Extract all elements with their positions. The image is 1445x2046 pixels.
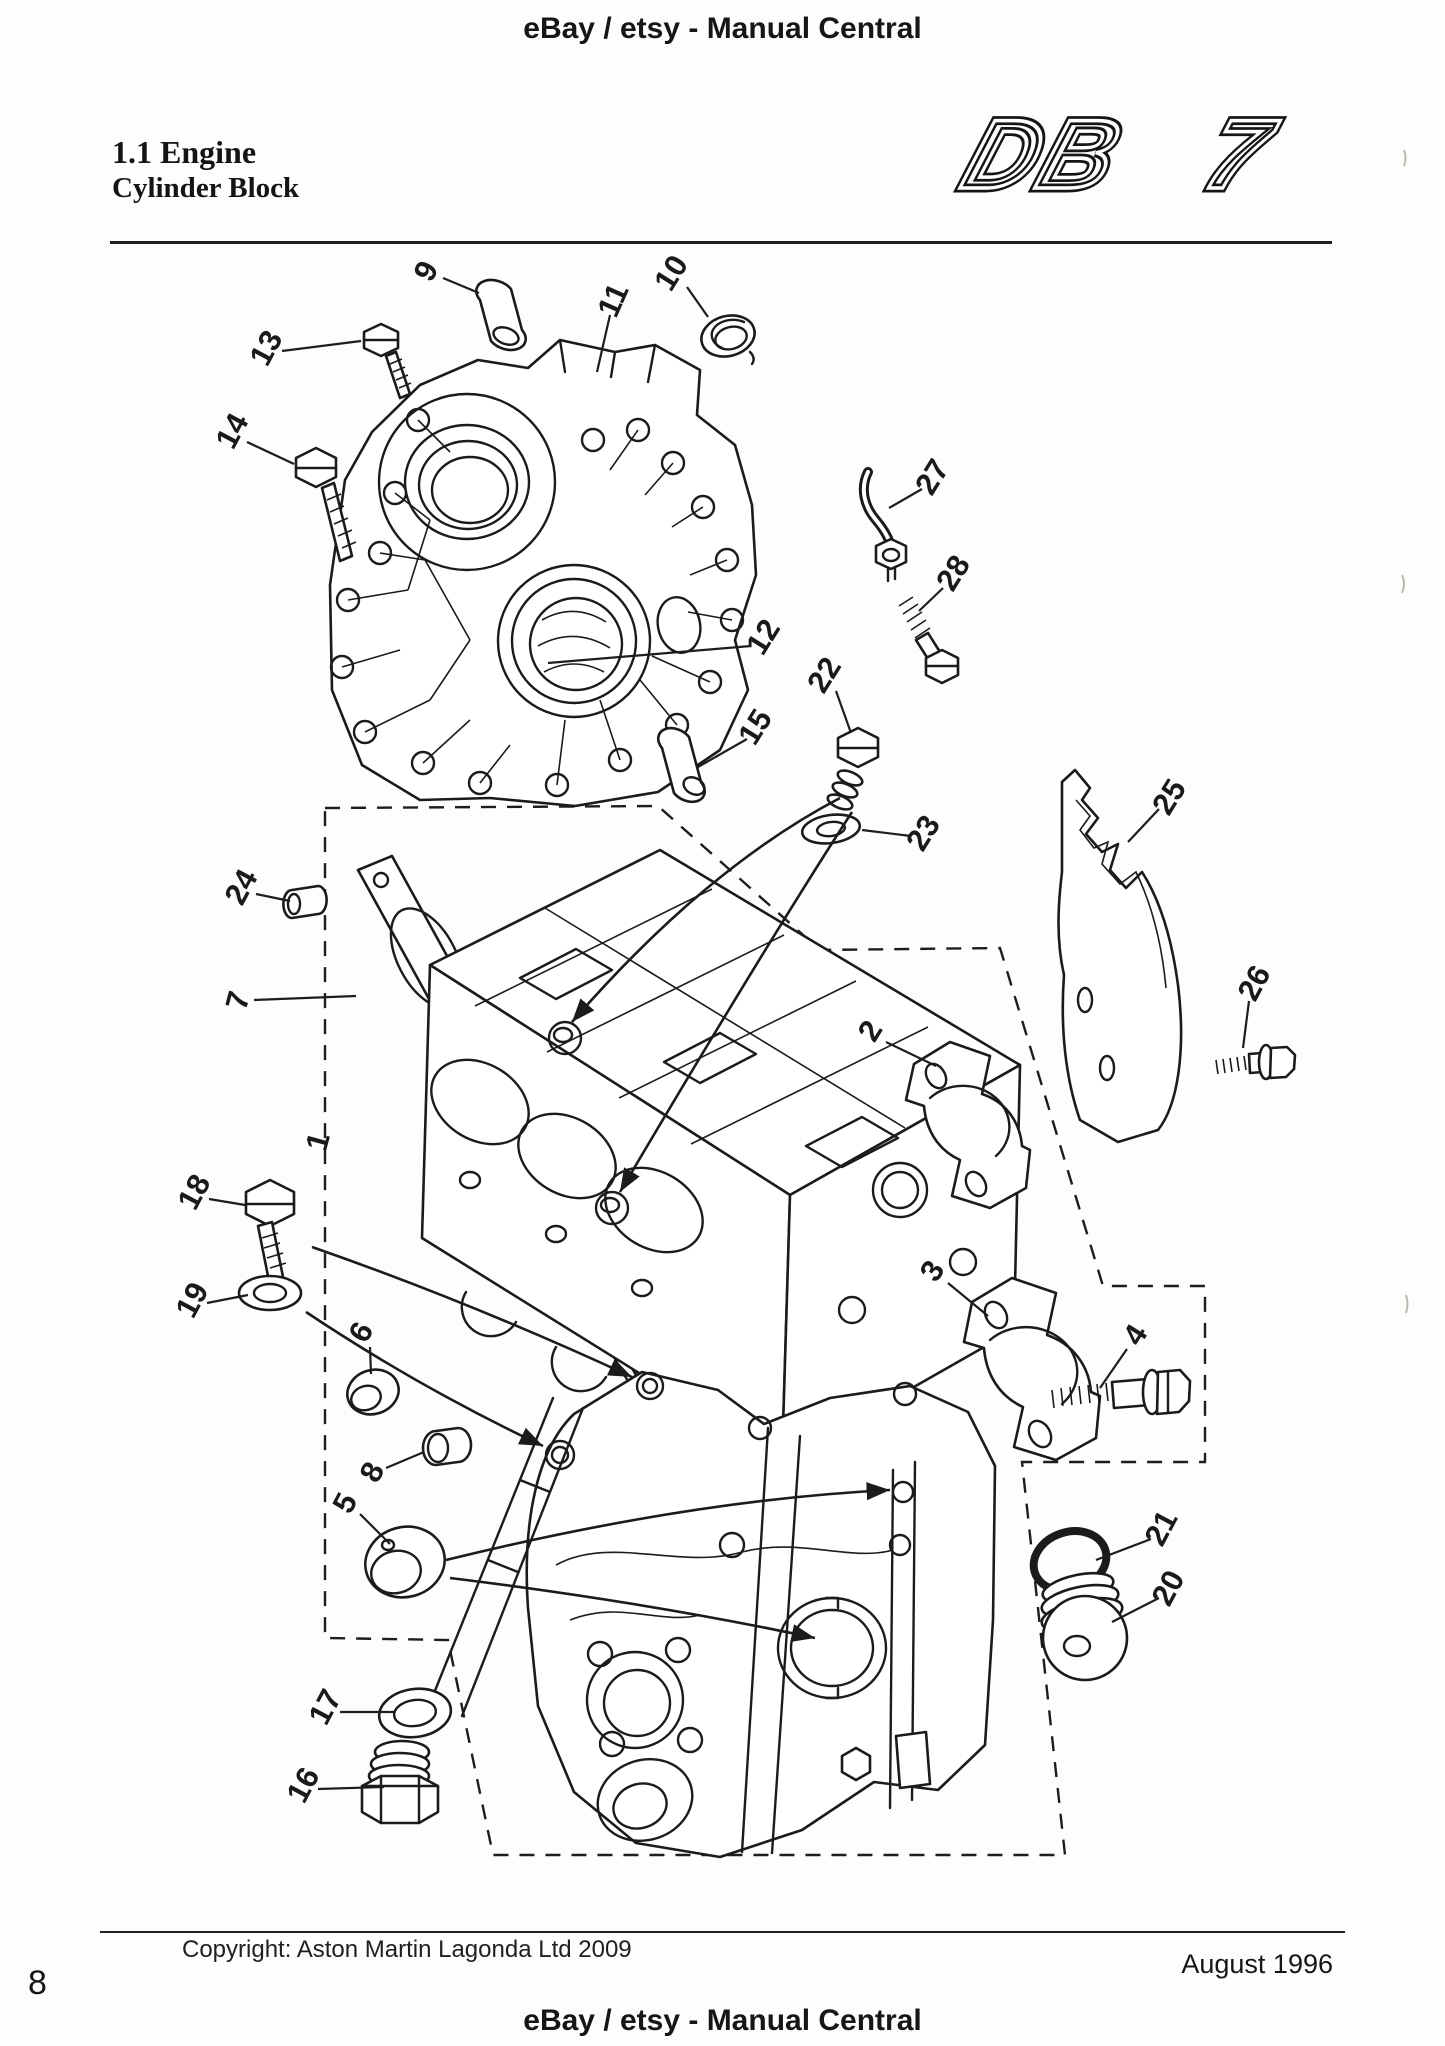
main-bearing-cap-3 bbox=[962, 1276, 1102, 1462]
part-callout-1: 1 bbox=[299, 1129, 337, 1155]
dowel-pin-24 bbox=[282, 884, 328, 920]
callout-leader-20 bbox=[1111, 1597, 1160, 1623]
callout-leader-26 bbox=[1241, 1000, 1251, 1049]
part-callout-13: 13 bbox=[242, 324, 289, 371]
footer-divider bbox=[100, 1931, 1345, 1933]
callout-leader-5 bbox=[359, 1513, 391, 1545]
bolt-14 bbox=[294, 446, 357, 563]
part-callout-17: 17 bbox=[301, 1683, 348, 1730]
callout-leader-3 bbox=[947, 1282, 989, 1317]
part-callout-5: 5 bbox=[325, 1487, 364, 1519]
part-callout-12: 12 bbox=[739, 613, 787, 661]
washer-19 bbox=[237, 1274, 303, 1312]
part-callout-19: 19 bbox=[168, 1276, 215, 1323]
part-callout-22: 22 bbox=[800, 651, 848, 699]
db7-logo: DB DB 7 7 bbox=[947, 96, 1292, 214]
callout-leader-15 bbox=[697, 738, 748, 768]
part-callout-25: 25 bbox=[1145, 773, 1193, 821]
bolt-18 bbox=[244, 1178, 296, 1288]
callout-leader-6 bbox=[368, 1346, 373, 1375]
issue-date: August 1996 bbox=[1181, 1949, 1333, 1979]
dowel-pin-15 bbox=[657, 726, 706, 804]
part-callout-23: 23 bbox=[899, 809, 947, 857]
callout-leader-16 bbox=[317, 1785, 385, 1791]
sealing-washer-17 bbox=[377, 1687, 453, 1739]
callout-leader-27 bbox=[888, 488, 923, 509]
callout-leader-22 bbox=[834, 690, 853, 734]
part-callout-7: 7 bbox=[219, 988, 257, 1014]
callout-leader-12 bbox=[547, 644, 752, 665]
dipstick-tube-27 bbox=[858, 467, 908, 583]
part-callout-24: 24 bbox=[217, 863, 264, 911]
core-plug-20 bbox=[1040, 1571, 1129, 1682]
engine-mount-bracket-25 bbox=[1057, 768, 1183, 1144]
copyright-text: Copyright: Aston Martin Lagonda Ltd 2009 bbox=[182, 1936, 632, 1963]
part-callout-21: 21 bbox=[1137, 1504, 1184, 1551]
part-callout-16: 16 bbox=[279, 1761, 326, 1808]
callout-leader-23 bbox=[861, 828, 912, 838]
bolt-28 bbox=[898, 596, 960, 685]
blanking-plug-10 bbox=[700, 314, 756, 366]
bush-5 bbox=[364, 1525, 446, 1599]
part-callout-4: 4 bbox=[1116, 1318, 1155, 1352]
watermark-top: eBay / etsy - Manual Central bbox=[523, 12, 922, 45]
callout-leader-7 bbox=[253, 994, 357, 1002]
part-callout-28: 28 bbox=[929, 549, 977, 597]
page-subtitle: Cylinder Block bbox=[112, 172, 300, 204]
dowel-pin-9 bbox=[475, 278, 527, 352]
callout-leader-2 bbox=[885, 1041, 937, 1067]
bush-8 bbox=[421, 1426, 473, 1467]
callout-leader-4 bbox=[1099, 1348, 1128, 1389]
bush-6 bbox=[346, 1368, 400, 1416]
cylinder-block bbox=[420, 848, 1022, 1464]
bolt-4 bbox=[1051, 1368, 1192, 1416]
part-callout-14: 14 bbox=[208, 407, 255, 455]
drain-plug-16 bbox=[360, 1739, 440, 1825]
bolt-22 bbox=[826, 726, 880, 811]
part-callout-20: 20 bbox=[1144, 1564, 1191, 1611]
callout-leader-14 bbox=[246, 441, 295, 465]
main-bearing-cap-2 bbox=[904, 1040, 1032, 1210]
callout-leader-21 bbox=[1095, 1537, 1152, 1562]
callout-leader-9 bbox=[442, 276, 480, 295]
header-divider bbox=[110, 241, 1332, 244]
part-callout-9: 9 bbox=[406, 255, 445, 287]
page-title: 1.1 Engine bbox=[112, 134, 257, 170]
assembly-arrows bbox=[305, 796, 891, 1643]
lower-front-housing bbox=[419, 1370, 997, 1859]
callout-leader-13 bbox=[281, 339, 362, 353]
callout-leader-10 bbox=[686, 286, 709, 318]
part-callout-6: 6 bbox=[341, 1316, 380, 1348]
callout-leader-18 bbox=[208, 1197, 246, 1207]
bolt-26 bbox=[1215, 1043, 1297, 1081]
part-callout-18: 18 bbox=[170, 1168, 217, 1215]
part-callout-8: 8 bbox=[352, 1456, 391, 1488]
callout-leader-25 bbox=[1127, 808, 1160, 843]
page-number: 8 bbox=[28, 1964, 47, 2002]
callout-leader-24 bbox=[255, 892, 291, 903]
part-callout-26: 26 bbox=[1230, 959, 1277, 1006]
callout-leader-8 bbox=[385, 1450, 425, 1470]
callout-leader-11 bbox=[595, 314, 612, 373]
bolt-13 bbox=[362, 322, 412, 400]
watermark-bottom: eBay / etsy - Manual Central bbox=[523, 2004, 922, 2037]
callout-leader-28 bbox=[918, 587, 944, 612]
callout-leader-19 bbox=[206, 1293, 249, 1305]
front-cover-plate bbox=[328, 338, 758, 808]
part-callout-11: 11 bbox=[590, 278, 635, 322]
